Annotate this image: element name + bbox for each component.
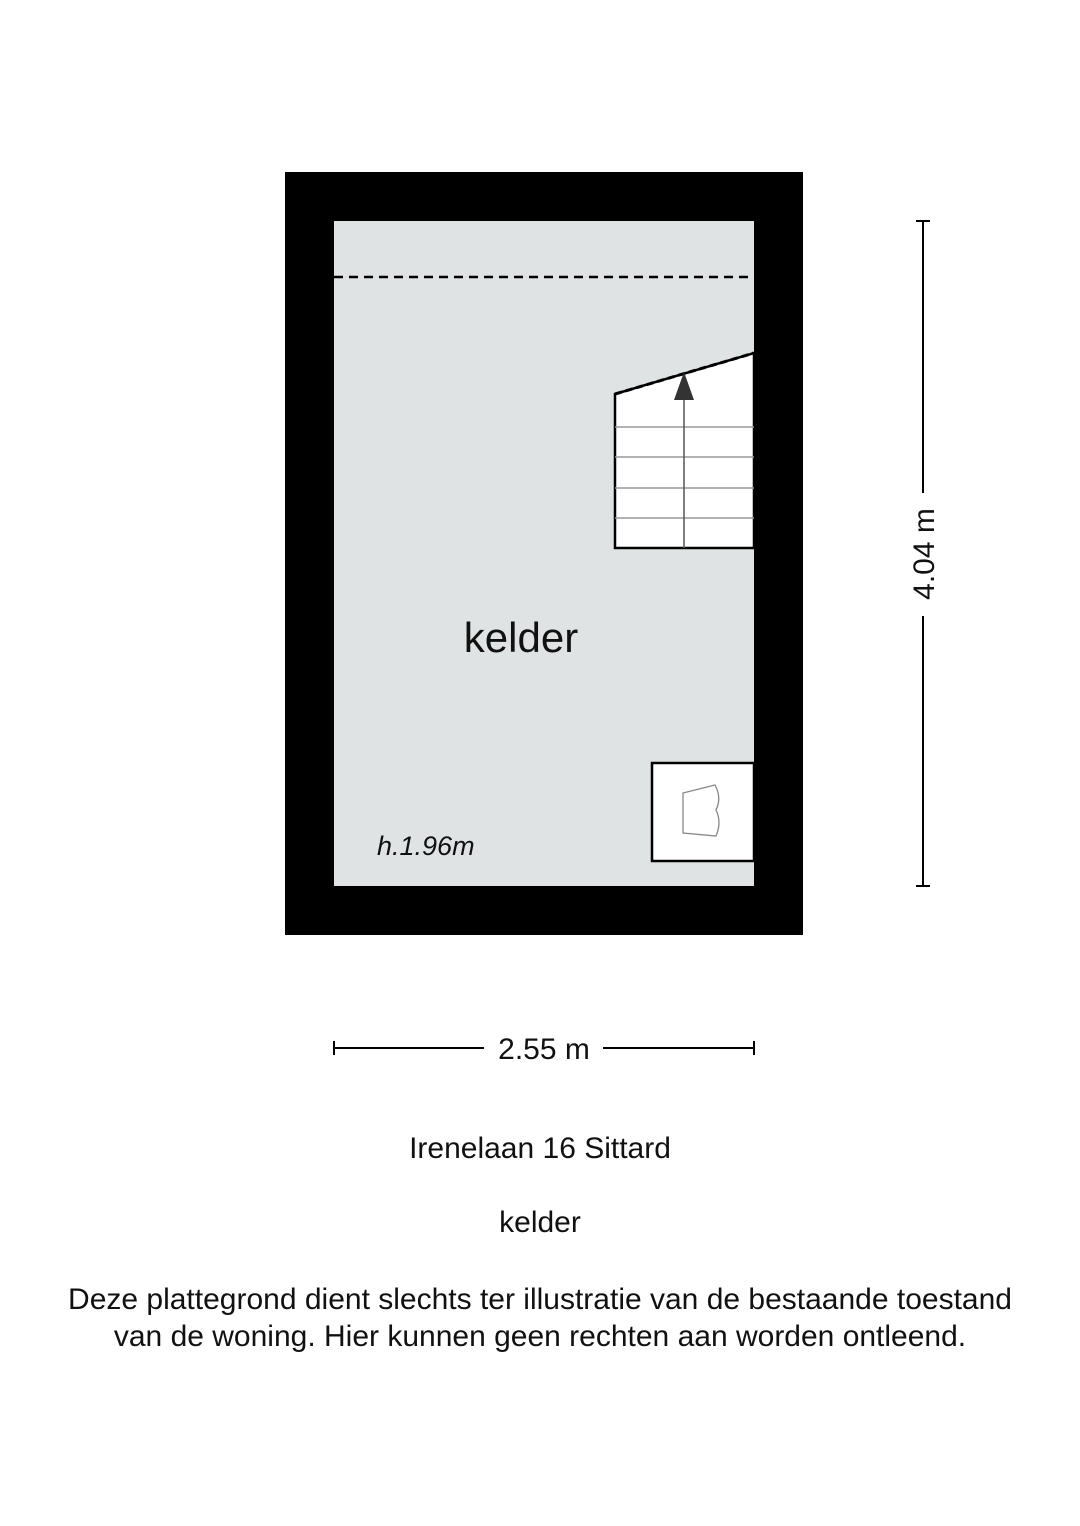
- width-dimension: 2.55 m: [333, 1033, 755, 1066]
- height-dimension-label: 4.04 m: [908, 508, 941, 600]
- room-label: kelder: [464, 614, 578, 661]
- staircase: [613, 351, 756, 550]
- cupboard-symbol-icon: [682, 784, 720, 837]
- floor-name-text: kelder: [499, 1206, 581, 1239]
- disclaimer-line-2: van de woning. Hier kunnen geen rechten …: [113, 1320, 967, 1353]
- width-dimension-label: 2.55 m: [498, 1033, 590, 1066]
- stair-direction-arrow-icon: [674, 372, 694, 400]
- disclaimer-text: Deze plattegrond dient slechts ter illus…: [0, 1281, 1080, 1355]
- ceiling-height-label: h.1.96m: [377, 831, 475, 861]
- height-dimension: 4.04 m: [908, 220, 941, 887]
- disclaimer-line-1: Deze plattegrond dient slechts ter illus…: [68, 1283, 1012, 1316]
- cupboard-outline: [650, 761, 756, 863]
- cupboard: [650, 761, 756, 863]
- address-text: Irenelaan 16 Sittard: [409, 1132, 671, 1165]
